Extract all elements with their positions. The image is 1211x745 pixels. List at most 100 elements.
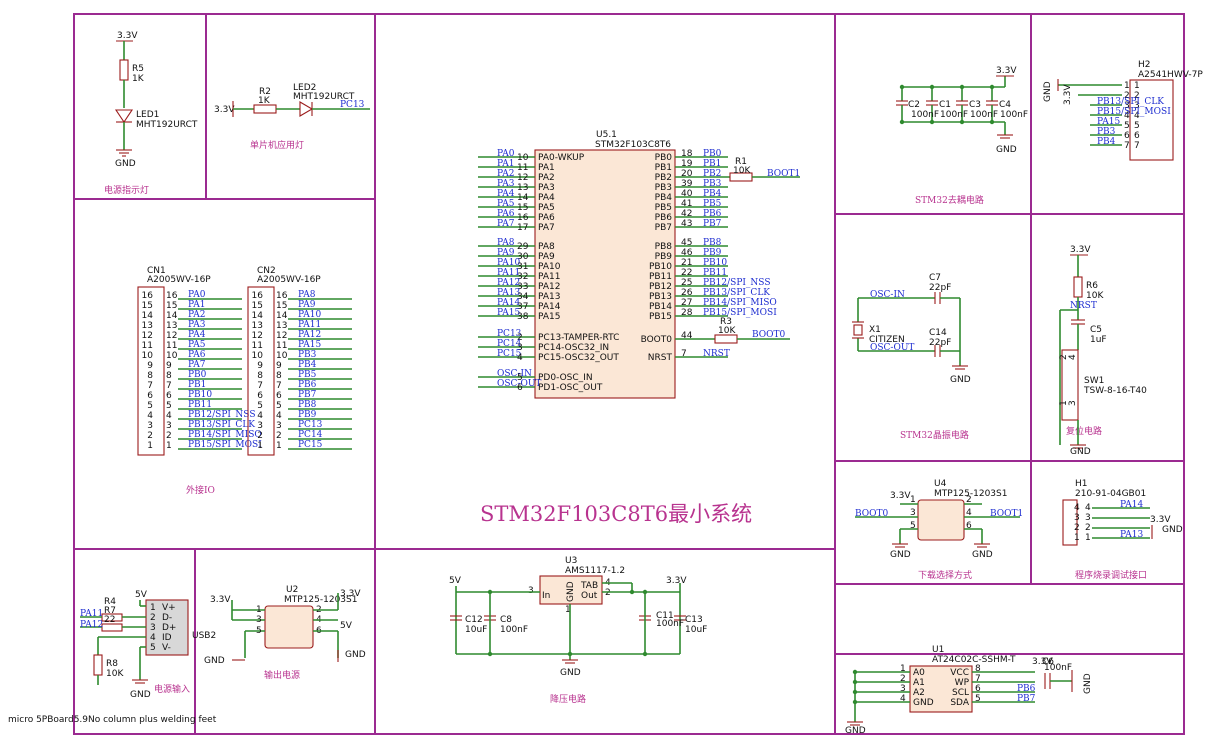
connector-pin-number: 13: [166, 321, 177, 331]
h1-ref: H1: [1075, 479, 1088, 489]
mcu-net-label: PB11: [703, 268, 727, 278]
net-pa12: PA12: [80, 620, 103, 630]
section-title-mcu-led: 单片机应用灯: [250, 139, 304, 151]
connector-pin-number: 10: [252, 351, 264, 361]
mcu-pin-number: 11: [517, 163, 528, 173]
mcu-pin-number: 25: [681, 278, 692, 288]
u2-body: [264, 605, 314, 649]
gnd-label-xtal: GND: [950, 375, 971, 385]
mcu-pin-number: 15: [517, 203, 528, 213]
connector-net-label: PA8: [298, 290, 316, 300]
mcu-net-label: PA14: [497, 298, 520, 308]
h1-pin-number: 2: [1074, 523, 1080, 533]
junction-dot: [929, 119, 935, 125]
connector-pin-number: 15: [142, 301, 153, 311]
h1-pin-number: 1: [1085, 533, 1091, 543]
v33-label-u2b: 3.3V: [340, 589, 361, 599]
usb-pin-number: 3: [150, 623, 156, 633]
connector-pin-number: 3: [147, 421, 153, 431]
mcu-pin-number: 12: [517, 173, 528, 183]
cn1-value: A2005WV-16P: [147, 275, 211, 285]
connector-net-label: PA7: [188, 360, 206, 370]
cn2-value: A2005WV-16P: [257, 275, 321, 285]
v33-label-ldo: 3.3V: [666, 576, 687, 586]
net-pc13: PC13: [340, 100, 365, 110]
mcu-pin-number: 3: [517, 343, 523, 353]
mcu-pin-number: 20: [681, 169, 693, 179]
connector-net-label: PA3: [188, 320, 206, 330]
junction-dot: [989, 84, 995, 90]
mcu-net-label: PA1: [497, 159, 514, 169]
mcu-pin-name: PB1: [655, 163, 672, 173]
mcu-pin-number: 6: [517, 383, 523, 393]
u1-pin-name: WP: [955, 678, 970, 688]
h2-pin-number: 3: [1124, 101, 1130, 111]
u4-pin-4: 4: [966, 508, 972, 518]
connector-pin-number: 4: [166, 411, 172, 421]
connector-net-label: PB15/SPI_MOSI: [188, 440, 262, 450]
resistor-r7: [101, 623, 123, 632]
c2-value: 100nF: [911, 110, 939, 120]
mcu-pin-number: 29: [517, 242, 529, 252]
usb-pin-number: 4: [150, 633, 156, 643]
gnd-label-u2a: GND: [204, 656, 225, 666]
mcu-pin-name: PA7: [538, 223, 555, 233]
mcu-pin-number: 10: [517, 153, 529, 163]
connector-pin-number: 4: [276, 411, 282, 421]
mcu-pin-name: PB5: [655, 203, 672, 213]
gnd-label-u2b: GND: [345, 650, 366, 660]
connector-pin-number: 13: [276, 321, 287, 331]
c5-ref: C5: [1090, 325, 1102, 335]
connector-net-label: PC15: [298, 440, 323, 450]
u1-pin-name: VCC: [950, 668, 969, 678]
connector-pin-number: 11: [166, 341, 177, 351]
cn2-ref: CN2: [257, 266, 276, 276]
h2-net-label: PA15: [1097, 117, 1120, 127]
connector-pin-number: 12: [252, 331, 263, 341]
u5-ref: U5.1: [596, 130, 617, 140]
mcu-net-label: PB4: [703, 189, 722, 199]
junction-dot: [642, 651, 648, 657]
u1-pin-name: SCL: [952, 688, 969, 698]
mcu-net-label: PB2: [703, 169, 721, 179]
mcu-net-label: PA10: [497, 258, 520, 268]
section-title-power-in: 电源输入: [154, 683, 190, 695]
mcu-pin-number: 4: [517, 353, 523, 363]
connector-net-label: PA4: [188, 330, 206, 340]
section-title-power-led: 电源指示灯: [104, 184, 149, 196]
mcu-pin-number: 16: [517, 213, 529, 223]
u2-pin-1: 1: [256, 605, 262, 615]
connector-pin-number: 16: [276, 291, 288, 301]
sw1-pin-1: 1: [1059, 400, 1069, 406]
c11-ref: C11: [656, 611, 674, 621]
connector-pin-number: 12: [166, 331, 177, 341]
r1-value: 10K: [733, 166, 751, 176]
section-title-swd: 程序烧录调试接口: [1075, 569, 1147, 581]
r5-ref: R5: [132, 64, 144, 74]
ldo-circuit: U3 AMS1117-1.2 In TAB Out GND 3 4 2 1 5V…: [449, 556, 707, 678]
mcu-pin-name: PB3: [655, 183, 672, 193]
c13-value: 10uF: [685, 625, 707, 635]
mcu-pin-number: 18: [681, 149, 693, 159]
connector-pin-number: 14: [276, 311, 288, 321]
mcu-pin-name: PD0-OSC_IN: [538, 373, 593, 383]
connector-pin-number: 4: [147, 411, 153, 421]
connector-net-label: PB9: [298, 410, 317, 420]
mcu-net-label: PA12: [497, 278, 520, 288]
connector-pin-number: 1: [276, 441, 282, 451]
mcu-pin-number: 44: [681, 331, 693, 341]
connector-pin-number: 6: [147, 391, 153, 401]
mcu-net-label: NRST: [703, 349, 730, 359]
connector-pin-number: 13: [142, 321, 153, 331]
mcu-pin-number: 21: [681, 258, 692, 268]
r7-ref: R7: [104, 606, 116, 616]
mcu-net-label: PA9: [497, 248, 515, 258]
connector-pin-number: 10: [276, 351, 288, 361]
v33-label: 3.3V: [117, 31, 138, 41]
connector-pin-number: 5: [166, 401, 172, 411]
connector-net-label: PA10: [298, 310, 321, 320]
h2-pin-number: 7: [1124, 141, 1130, 151]
h2-ref: H2: [1138, 60, 1151, 70]
